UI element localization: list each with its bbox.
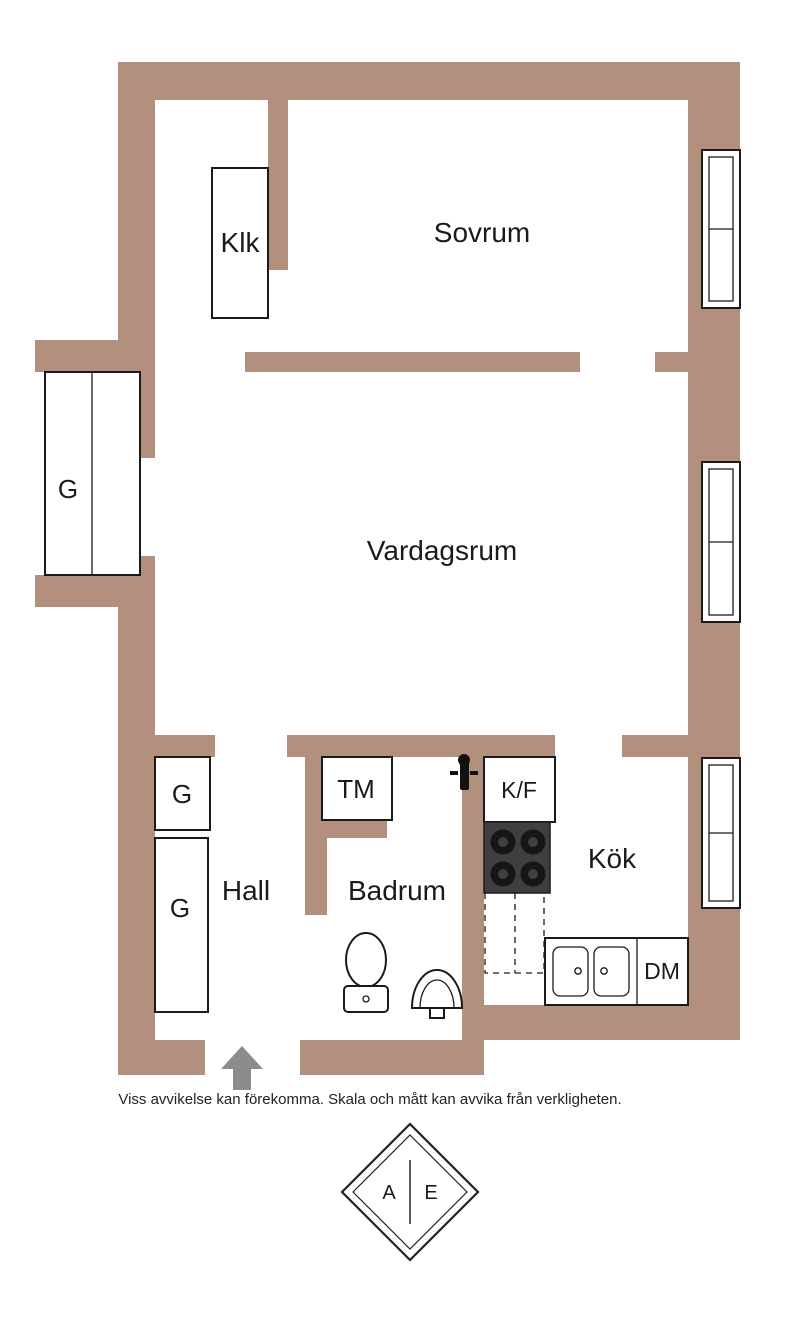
- room-label-hall: Hall: [222, 875, 270, 906]
- sink-basin-right: [593, 946, 630, 997]
- burner-center: [498, 837, 508, 847]
- burner-center: [528, 869, 538, 879]
- sink-inner-line: [419, 979, 455, 1009]
- room-label-badrum: Badrum: [348, 875, 446, 906]
- toilet-tank: [343, 985, 389, 1013]
- wall-left-upper: [118, 100, 155, 340]
- wall-bottom-kitchen: [484, 1005, 740, 1040]
- wall-left-jut-top: [35, 340, 155, 372]
- wall-klk-sovrum: [268, 100, 288, 270]
- klk-wardrobe-unit: [211, 167, 269, 319]
- wall-sovrum-south-right: [655, 352, 688, 372]
- faucet-icon: [450, 754, 478, 790]
- sink-drain-right: [600, 967, 608, 975]
- window-kok: [701, 757, 741, 909]
- wall-sovrum-south-left: [245, 352, 580, 372]
- stove: [483, 821, 551, 894]
- wall-left-jut-bottom: [35, 575, 155, 607]
- wall-closet-stub-top: [140, 372, 155, 458]
- room-label-klk: Klk: [221, 227, 261, 258]
- counter-outline: [544, 937, 689, 1006]
- closet-label-g-left: G: [58, 474, 78, 504]
- room-label-vardagsrum: Vardagsrum: [367, 535, 517, 566]
- fridge-freezer-box: [483, 756, 556, 823]
- wall-top: [118, 62, 740, 100]
- closet-label-g-hall-small: G: [172, 779, 192, 809]
- burner-center: [528, 837, 538, 847]
- appliance-label-tm: TM: [337, 774, 375, 804]
- closet-label-g-hall-tall: G: [170, 893, 190, 923]
- wall-living-south-right: [622, 735, 688, 757]
- room-label-sovrum: Sovrum: [434, 217, 530, 248]
- window-vardagsrum: [701, 461, 741, 623]
- toilet: [343, 932, 389, 1013]
- logo-letter-left: A: [382, 1182, 396, 1204]
- logo-inner-diamond: [352, 1134, 468, 1250]
- wall-badrum-kitchen: [462, 735, 484, 1040]
- kitchen-counter: [544, 937, 689, 1006]
- disclaimer-text: Viss avvikelse kan förekomma. Skala och …: [118, 1091, 621, 1108]
- logo-diamond: A E: [340, 1122, 480, 1262]
- toilet-bowl: [345, 932, 387, 988]
- wall-living-south-mid: [287, 735, 555, 757]
- window-sovrum: [701, 149, 741, 309]
- wall-bottom-mid: [300, 1040, 484, 1075]
- sink-pedestal: [429, 1007, 445, 1019]
- wall-tm-stub: [305, 818, 387, 838]
- sink-basin: [410, 969, 464, 1009]
- wall-left-lower: [118, 607, 155, 1075]
- sink-drain-left: [574, 967, 582, 975]
- appliance-label-kf: K/F: [501, 777, 537, 803]
- washing-machine-box: [321, 756, 393, 821]
- bathroom-sink: [410, 969, 464, 1019]
- counter-dashed-outline: [484, 893, 545, 974]
- wall-bottom-left: [118, 1040, 205, 1075]
- toilet-flush-button: [362, 995, 370, 1003]
- appliance-label-dm: DM: [644, 958, 680, 984]
- logo-letter-right: E: [424, 1182, 437, 1204]
- room-label-kok: Kök: [588, 843, 637, 874]
- entrance-arrow-icon: [221, 1046, 263, 1090]
- wall-living-south-left: [155, 735, 215, 757]
- sink-basin-left: [552, 946, 589, 997]
- hall-wardrobe-tall: [154, 837, 209, 1013]
- hall-wardrobe-small: [154, 756, 211, 831]
- closet-left-unit: [44, 371, 141, 576]
- wall-closet-stub-bottom: [140, 556, 155, 575]
- burner-center: [498, 869, 508, 879]
